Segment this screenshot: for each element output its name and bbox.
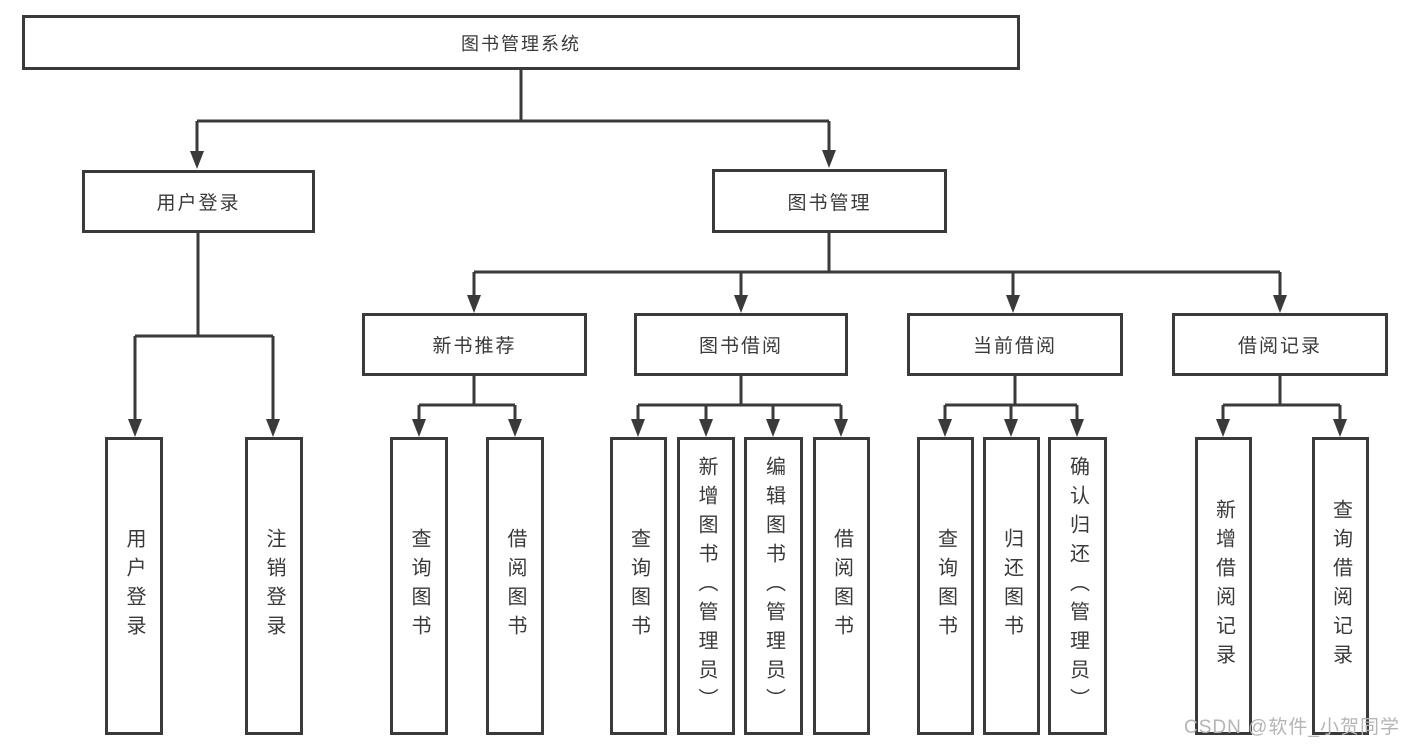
branch-new-book-rec — [417, 376, 517, 421]
node-new-book-rec-label: 新书推荐 — [432, 336, 517, 357]
leaf-borrow-books-2: 借阅图书 — [813, 437, 870, 735]
node-user-login: 用户登录 — [82, 170, 315, 233]
leaf-confirm-return-admin: 确认归还（管理员） — [1048, 437, 1107, 735]
leaf-query-books-2: 查询图书 — [610, 437, 667, 735]
branch-root — [195, 70, 831, 153]
node-book-borrow: 图书借阅 — [634, 313, 848, 376]
leaf-user-login: 用户登录 — [105, 437, 163, 735]
leaf-borrow-books-2-label: 借阅图书 — [830, 528, 853, 644]
leaf-query-borrow-record: 查询借阅记录 — [1312, 437, 1369, 735]
leaf-confirm-return-admin-label: 确认归还（管理员） — [1066, 455, 1089, 717]
node-book-borrow-label: 图书借阅 — [698, 336, 783, 357]
node-new-book-rec: 新书推荐 — [362, 313, 587, 376]
node-system-root-label: 图书管理系统 — [461, 33, 581, 54]
leaf-query-books-3-label: 查询图书 — [934, 528, 957, 644]
leaf-borrow-books-1-label: 借阅图书 — [504, 528, 526, 644]
branch-current-borrow — [943, 376, 1079, 421]
leaf-logout: 注销登录 — [245, 437, 303, 735]
leaf-edit-books-admin: 编辑图书（管理员） — [744, 437, 803, 735]
node-book-management-label: 图书管理 — [787, 192, 872, 214]
branch-borrow-records — [1221, 376, 1342, 421]
node-current-borrow: 当前借阅 — [907, 313, 1123, 376]
leaf-query-books-3: 查询图书 — [917, 437, 974, 735]
leaf-borrow-books-1: 借阅图书 — [486, 437, 544, 735]
watermark: CSDN @软件_小贺同学 — [1184, 717, 1400, 738]
leaf-query-books-1-label: 查询图书 — [408, 528, 430, 644]
node-user-login-label: 用户登录 — [156, 193, 241, 214]
node-borrow-records: 借阅记录 — [1172, 313, 1388, 376]
leaf-add-books-admin: 新增图书（管理员） — [677, 437, 735, 735]
node-borrow-records-label: 借阅记录 — [1237, 336, 1322, 357]
leaf-user-login-label: 用户登录 — [123, 528, 145, 644]
branch-book-management — [472, 233, 1282, 297]
branch-book-borrow — [636, 376, 843, 421]
leaf-add-borrow-record: 新增借阅记录 — [1195, 437, 1252, 735]
leaf-add-borrow-record-label: 新增借阅记录 — [1212, 499, 1235, 673]
leaf-query-books-1: 查询图书 — [390, 437, 448, 735]
branch-user-login — [133, 233, 275, 421]
leaf-return-books: 归还图书 — [983, 437, 1040, 735]
leaf-edit-books-admin-label: 编辑图书（管理员） — [762, 455, 785, 717]
node-system-root: 图书管理系统 — [22, 15, 1020, 70]
leaf-query-books-2-label: 查询图书 — [627, 528, 650, 644]
leaf-query-borrow-record-label: 查询借阅记录 — [1329, 499, 1352, 673]
leaf-return-books-label: 归还图书 — [1000, 528, 1023, 644]
leaf-logout-label: 注销登录 — [263, 528, 285, 644]
leaf-add-books-admin-label: 新增图书（管理员） — [695, 455, 717, 717]
node-current-borrow-label: 当前借阅 — [972, 336, 1057, 357]
node-book-management: 图书管理 — [712, 169, 947, 233]
arrowheads — [128, 150, 1347, 437]
